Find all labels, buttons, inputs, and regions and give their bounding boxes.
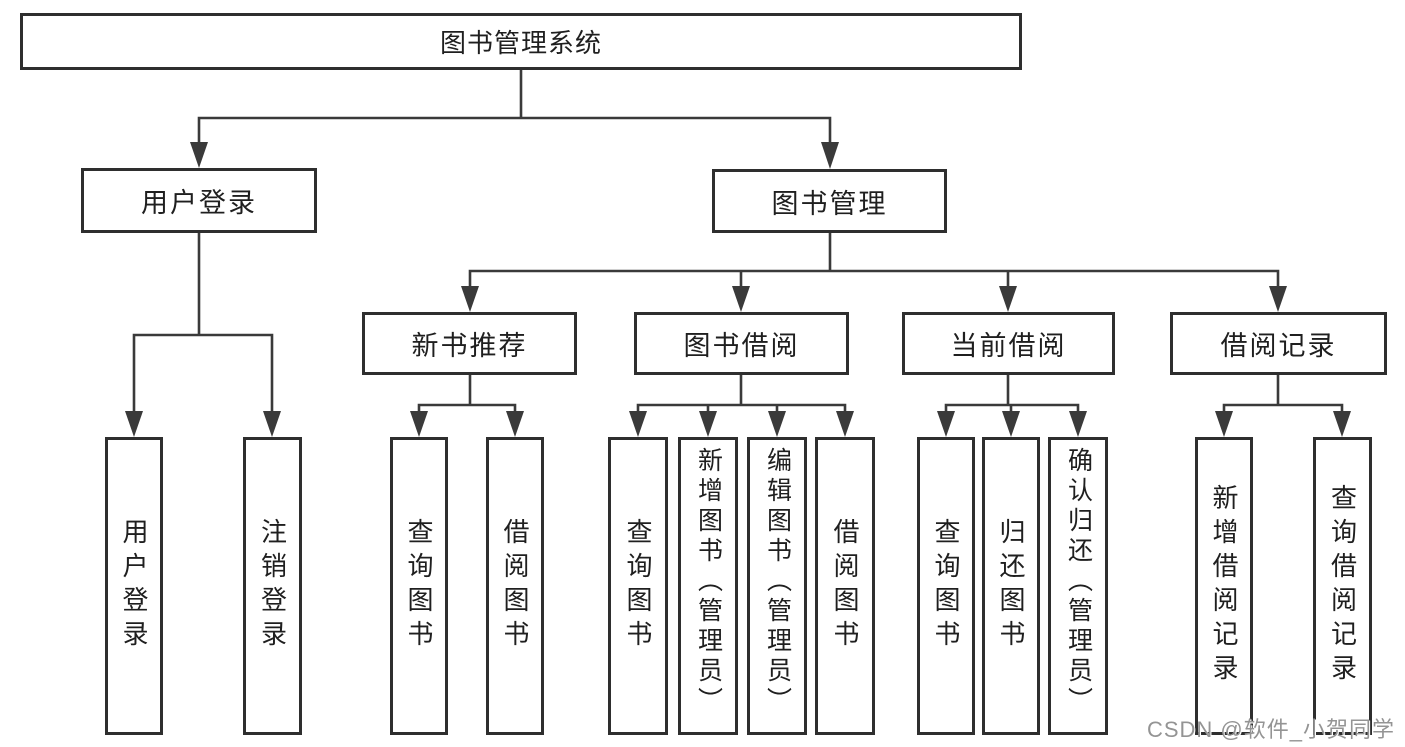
- leaf-edit-books-admin: 编辑图书（管理员）: [747, 437, 807, 735]
- leaf-label: 编辑图书（管理员）: [763, 447, 792, 717]
- leaf-borrow-books: 借阅图书: [815, 437, 875, 735]
- leaf-label: 查询图书: [931, 518, 961, 654]
- node-book-borrowing: 图书借阅: [634, 312, 849, 375]
- leaf-return-books: 归还图书: [982, 437, 1040, 735]
- leaf-label: 注销登录: [257, 518, 288, 654]
- leaf-logout: 注销登录: [243, 437, 302, 735]
- leaf-label: 归还图书: [996, 518, 1026, 654]
- node-library-management-system: 图书管理系统: [20, 13, 1022, 70]
- node-borrow-records: 借阅记录: [1170, 312, 1387, 375]
- leaf-search-borrow-record: 查询借阅记录: [1313, 437, 1372, 735]
- leaf-search-books: 查询图书: [390, 437, 448, 735]
- leaf-confirm-return-admin: 确认归还（管理员）: [1048, 437, 1108, 735]
- leaf-borrow-books: 借阅图书: [486, 437, 544, 735]
- leaf-label: 借阅图书: [830, 518, 860, 654]
- leaf-label: 查询图书: [404, 518, 434, 654]
- leaf-label: 借阅图书: [500, 518, 530, 654]
- node-user-login: 用户登录: [81, 168, 317, 233]
- node-new-book-recommend: 新书推荐: [362, 312, 577, 375]
- leaf-label: 用户登录: [119, 518, 149, 654]
- node-current-borrowing: 当前借阅: [902, 312, 1115, 375]
- leaf-add-books-admin: 新增图书（管理员）: [678, 437, 738, 735]
- leaf-label: 新增借阅记录: [1209, 484, 1239, 688]
- leaf-user-login: 用户登录: [105, 437, 163, 735]
- leaf-label: 新增图书（管理员）: [694, 447, 723, 717]
- leaf-label: 确认归还（管理员）: [1064, 447, 1093, 717]
- node-book-management: 图书管理: [712, 169, 947, 233]
- leaf-search-books: 查询图书: [917, 437, 975, 735]
- leaf-label: 查询借阅记录: [1327, 484, 1358, 688]
- leaf-add-borrow-record: 新增借阅记录: [1195, 437, 1253, 735]
- csdn-watermark: CSDN @软件_小贺同学: [1146, 717, 1395, 742]
- leaf-search-books: 查询图书: [608, 437, 668, 735]
- leaf-label: 查询图书: [623, 518, 653, 654]
